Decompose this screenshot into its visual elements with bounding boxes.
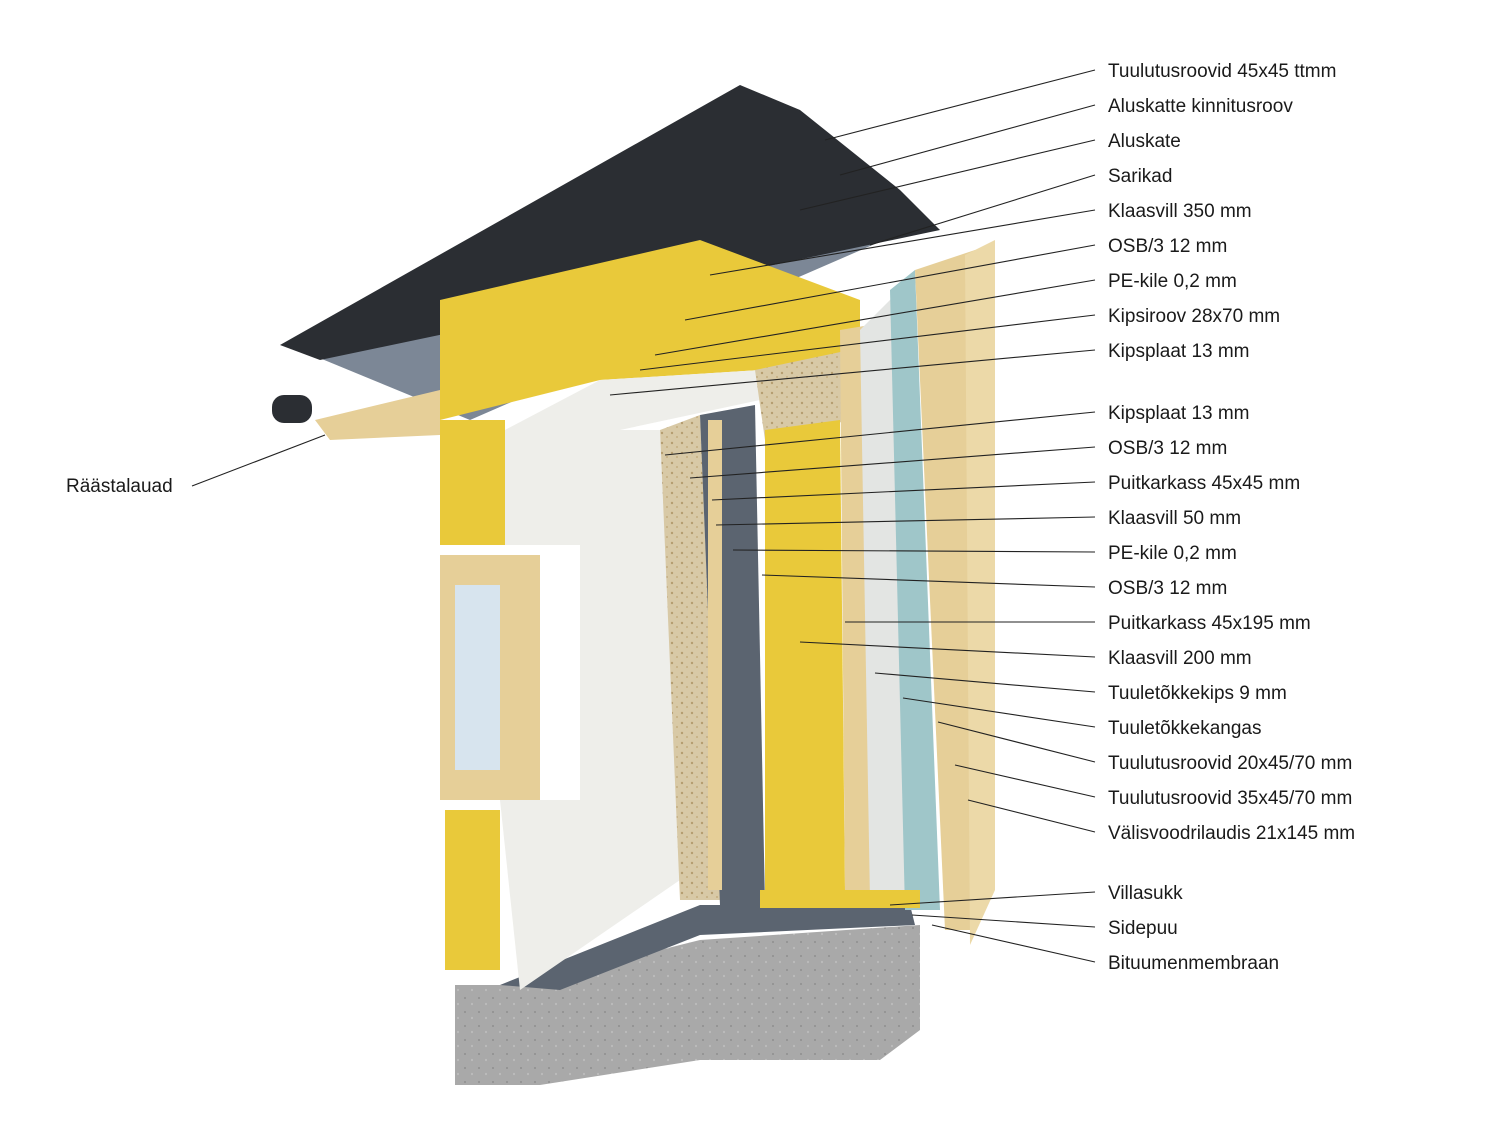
leader-line [191,434,326,487]
label-ceiling-gypsum: Kipsplaat 13 mm [1108,341,1250,362]
label-service-frame: Puitkarkass 45x45 mm [1108,473,1300,494]
battens [915,250,975,930]
outer-osb [755,350,850,440]
leader-line [869,174,1096,246]
label-wall-gypsum: Kipsplaat 13 mm [1108,403,1250,424]
leader-line [911,914,1096,928]
leader-line [839,104,1096,176]
main-wall-insulation [765,420,845,895]
label-underlay-batten: Aluskatte kinnitusroov [1108,96,1293,117]
label-rafters: Sarikad [1108,166,1172,187]
roof-tiles [280,85,940,360]
leader-line [937,721,1096,763]
label-gypsum-batten: Kipsiroov 28x70 mm [1108,306,1280,327]
sole-plate [760,890,920,908]
leader-line [761,574,1096,588]
label-sole-plate: Sidepuu [1108,918,1178,939]
leader-line [711,481,1096,501]
label-roof-glass-wool: Klaasvill 350 mm [1108,201,1252,222]
leader-line [654,279,1096,356]
label-eaves-boards: Räästalauad [66,476,173,497]
label-main-frame: Puitkarkass 45x195 mm [1108,613,1311,634]
eaves-boards [315,390,440,440]
leader-line [931,924,1096,963]
ceiling-gypsum [505,370,760,430]
label-bitumen-membrane: Bituumenmembraan [1108,953,1279,974]
leader-line [684,244,1096,321]
label-wall-osb-outer: OSB/3 12 mm [1108,578,1227,599]
leader-line [874,672,1096,693]
leader-line [709,209,1096,276]
roof-insulation [440,240,860,420]
label-glass-wool-200: Klaasvill 200 mm [1108,648,1252,669]
leader-line [954,764,1096,798]
leader-line [664,411,1096,456]
service-cavity-stud [708,420,722,890]
gutter [272,395,312,423]
window-glass [455,585,500,770]
leader-line [967,799,1096,833]
concrete-foundation [455,925,920,1085]
leader-line [902,697,1096,728]
label-cladding: Välisvoodrilaudis 21x145 mm [1108,823,1355,844]
label-roof-osb: OSB/3 12 mm [1108,236,1227,257]
floor-membrane [500,905,915,990]
inner-gypsum-wall [500,430,680,990]
leader-line [639,314,1096,371]
labels: Tuulutusroovid 45x45 ttmm Aluskatte kinn… [66,61,1355,974]
external-cladding [965,240,995,945]
label-wool-sock: Villasukk [1108,883,1183,904]
label-underlay: Aluskate [1108,131,1181,152]
label-glass-wool-50: Klaasvill 50 mm [1108,508,1241,529]
leader-line [824,69,1096,141]
leader-line [732,549,1096,553]
upper-wall-insulation [440,420,505,545]
lower-wall-insulation [445,810,500,970]
label-battens-35x45: Tuulutusroovid 35x45/70 mm [1108,788,1352,809]
leader-line [799,139,1096,211]
label-roof-pe-film: PE-kile 0,2 mm [1108,271,1237,292]
wind-barrier-fabric [890,270,940,910]
label-battens-20x45: Tuulutusroovid 20x45/70 mm [1108,753,1352,774]
leader-lines [191,69,1096,963]
leader-line [715,516,1096,526]
label-wind-gypsum: Tuuletõkkekips 9 mm [1108,683,1287,704]
label-wind-fabric: Tuuletõkkekangas [1108,718,1262,739]
label-ventilation-battens-roof: Tuulutusroovid 45x45 ttmm [1108,61,1336,82]
building-illustration [272,85,995,1085]
label-wall-pe-film: PE-kile 0,2 mm [1108,543,1237,564]
leader-line [799,641,1096,658]
leader-line [889,891,1096,906]
leader-line [689,446,1096,479]
leader-line [609,349,1096,396]
label-wall-osb-inner: OSB/3 12 mm [1108,438,1227,459]
